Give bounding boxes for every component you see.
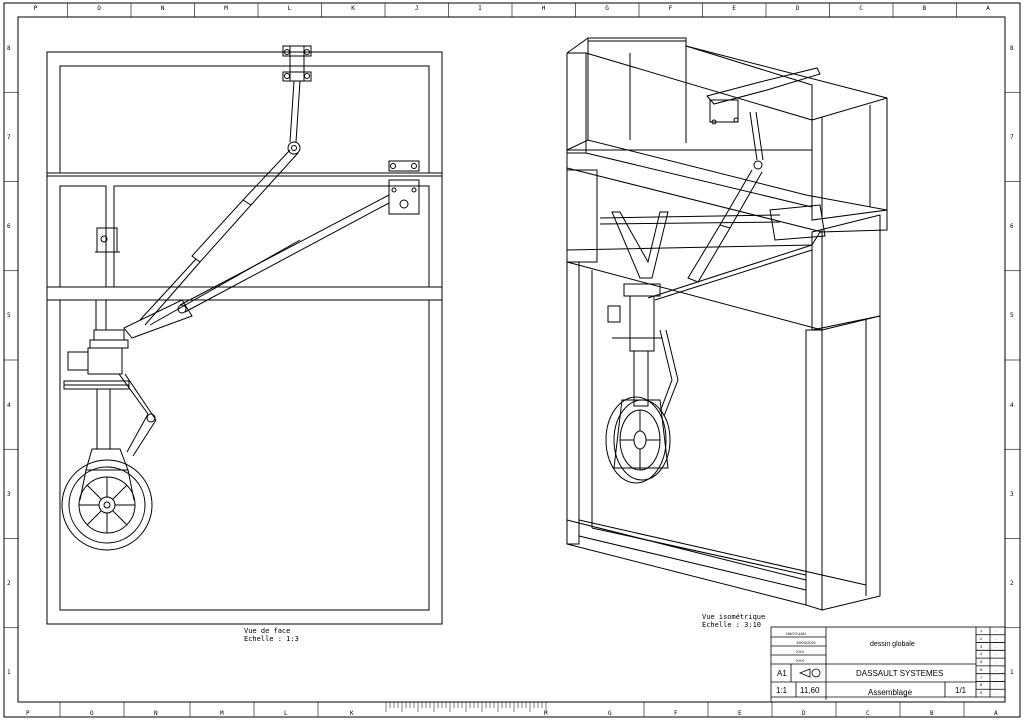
border-top-label: M (224, 5, 228, 12)
border-bottom-label: A (994, 710, 998, 717)
iso-view-title: Vue isométrique (702, 613, 766, 621)
border-right-label: 4 (1010, 401, 1014, 409)
tb-name: Assemblage (868, 688, 913, 697)
border-right-label: 7 (1010, 133, 1014, 141)
tb-revision-number: 9 (980, 690, 983, 696)
border-top-label: B (922, 5, 927, 12)
border-top-label: N (160, 5, 165, 12)
tb-date: 19/03/2021 (796, 640, 817, 645)
iso-wheel (605, 396, 667, 484)
tb-revision-number: 2 (980, 635, 983, 641)
tb-revision-number: 3 (980, 643, 983, 649)
border-bottom-label: G (608, 710, 612, 717)
border-right-label: 3 (1010, 490, 1014, 498)
border-bottom-label: E (738, 710, 742, 717)
front-frame-mid-left (59, 185, 107, 288)
border-left-label: 6 (7, 223, 11, 231)
front-view-scale: Echelle : 1:3 (244, 635, 299, 643)
tb-revision-dash: - (996, 674, 998, 680)
border-left-label: 2 (7, 580, 11, 588)
border-top-label: H (541, 5, 546, 12)
iso-view (566, 37, 888, 611)
tb-revision-number: 1 (980, 628, 983, 633)
border-top-label: J (414, 5, 419, 12)
border-bottom-label: P (26, 710, 30, 717)
tb-revision-dash: - (996, 666, 998, 672)
tb-revision-dash: - (996, 659, 998, 665)
border-right-label: 6 (1010, 223, 1014, 231)
tb-revision-number: 4 (980, 651, 983, 657)
tb-size: A1 (777, 669, 787, 678)
tb-revision-number: 5 (980, 659, 983, 665)
front-frame-outer (46, 51, 443, 625)
tb-author: HAOYUAN (786, 631, 806, 636)
border-left-label: 4 (7, 401, 11, 409)
border-right-label: 5 (1010, 312, 1014, 320)
border-left-label: 3 (7, 490, 11, 498)
iso-view-scale: Echelle : 3:10 (702, 621, 762, 629)
border-bottom-label: O (90, 710, 94, 717)
border-bottom-label: K (350, 710, 354, 717)
border-top-label: P (33, 5, 38, 12)
border-bottom-label: N (154, 710, 158, 717)
front-frame-lower-panel (59, 299, 430, 611)
border-top-label: D (795, 5, 800, 12)
border-top-label: E (732, 5, 736, 12)
border-top-label: L (287, 5, 292, 12)
border-bottom-label: H (544, 710, 548, 717)
border-top-label: G (605, 5, 609, 12)
border-bottom-label: B (930, 710, 934, 717)
border-bottom-label: L (284, 710, 288, 717)
tb-revision-dash: - (996, 643, 998, 649)
border-bottom-label: M (220, 710, 224, 717)
tb-revision-dash: - (996, 682, 998, 688)
tb-checked: XXX (796, 649, 805, 654)
border-top-label: I (478, 5, 482, 12)
border-top-label: O (97, 5, 101, 12)
border-bottom-label: F (674, 710, 678, 717)
tb-company: DASSAULT SYSTEMES (856, 669, 944, 678)
border-right-label: 1 (1010, 669, 1014, 677)
border-top-label: C (859, 5, 863, 12)
front-view-title: Vue de face (244, 627, 291, 635)
front-frame-mid-right (113, 185, 430, 288)
border-top-label: K (351, 5, 355, 12)
tb-revision-number: 8 (980, 682, 983, 688)
title-block-frame (770, 626, 1006, 703)
border-bottom-label: D (802, 710, 806, 717)
border-top-label: F (668, 5, 673, 12)
tb-sheet: 1/1 (955, 686, 967, 695)
border-left-label: 1 (7, 669, 11, 677)
tb-revision-number: 6 (980, 666, 983, 672)
tb-approved: XXX (796, 658, 805, 663)
sheet-inner-border (17, 16, 1006, 703)
tb-weight: 11,60 (800, 686, 820, 695)
tb-revision-dash: - (996, 635, 998, 641)
border-right-label: 8 (1010, 44, 1014, 52)
border-left-label: 5 (7, 312, 11, 320)
tb-revision-number: 7 (980, 674, 983, 680)
front-wheel (61, 459, 153, 551)
front-view (46, 45, 443, 625)
tb-title: dessin globale (870, 641, 915, 648)
border-right-label: 2 (1010, 580, 1014, 588)
front-frame-top-panel (59, 65, 430, 174)
tb-revision-dash: - (996, 690, 998, 696)
border-bottom-label: C (866, 710, 870, 717)
border-top-label: A (986, 5, 990, 12)
tb-revision-dash: - (996, 651, 998, 657)
border-left-label: 8 (7, 44, 11, 52)
tb-revision-dash: - (996, 628, 998, 633)
tb-scale: 1:1 (776, 686, 788, 695)
center-ruler (385, 702, 547, 712)
border-left-label: 7 (7, 133, 11, 141)
